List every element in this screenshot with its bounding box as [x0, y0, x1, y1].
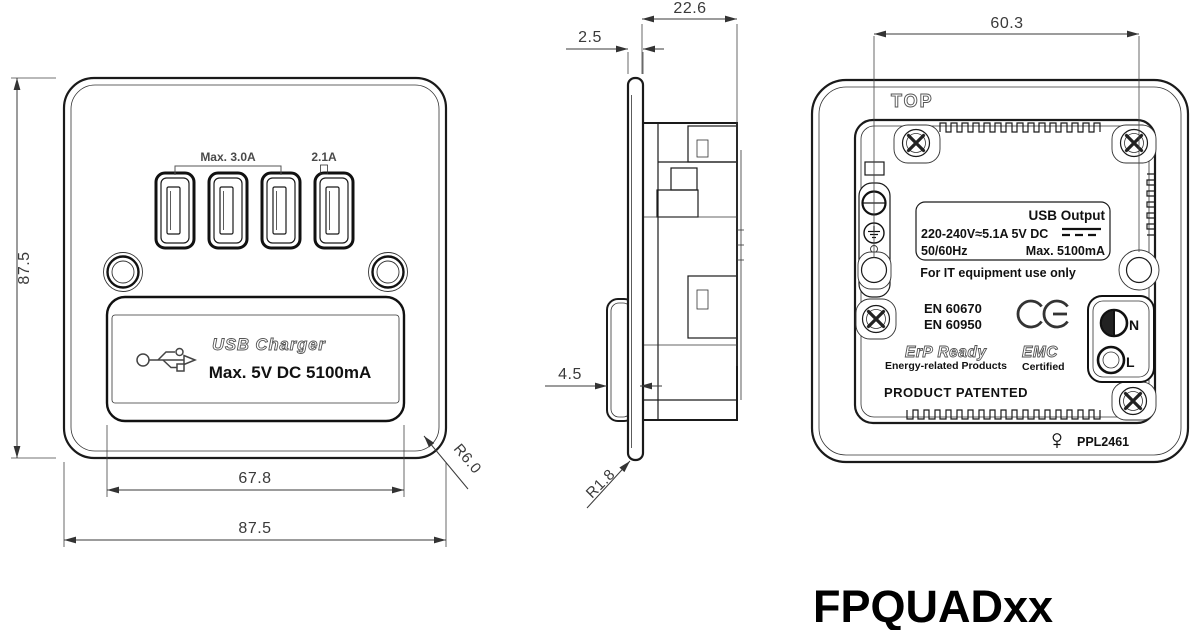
dim-depth: 22.6 — [641, 0, 738, 366]
dim-front-height-value: 87.5 — [16, 251, 33, 284]
usb-port-4 — [313, 171, 355, 250]
erp-title: ErP Ready — [905, 344, 987, 361]
dim-plate-thickness: 2.5 — [566, 29, 664, 74]
screw-bottom-right — [1118, 386, 1148, 416]
terminal-n-label: N — [1129, 317, 1139, 333]
side-body — [642, 122, 744, 421]
live-terminal — [1096, 345, 1126, 375]
neutral-terminal-slot — [1102, 311, 1114, 335]
dim-corner-radius-value: R6.0 — [450, 441, 485, 478]
rating-line3-left: 50/60Hz — [921, 244, 968, 258]
dim-edge-radius-value: R1.8 — [583, 466, 619, 502]
erp-subtitle: Energy-related Products — [885, 360, 1007, 372]
usb-port-socket — [213, 177, 243, 244]
usb-port-3 — [260, 171, 302, 250]
rating-line1: USB Output — [1029, 208, 1106, 223]
right-serration — [1146, 173, 1156, 236]
side-body-outline — [642, 122, 738, 421]
usb-port-tongue — [325, 186, 340, 235]
emc-subtitle: Certified — [1022, 361, 1065, 373]
dim-depth-value: 22.6 — [673, 0, 706, 17]
dim-front-width-value: 87.5 — [238, 520, 271, 537]
usb-port-tongue — [219, 186, 234, 235]
front-screw-hole-right — [368, 252, 408, 292]
usb-trident-icon — [136, 347, 197, 372]
orientation-label: TOP — [891, 91, 934, 111]
dim-edge-radius: R1.8 — [583, 460, 631, 509]
nl-terminal-block: N L — [1087, 295, 1155, 383]
ce-mark-icon — [1016, 299, 1069, 329]
certification-mark-icon — [1052, 433, 1062, 448]
standard-2: EN 60950 — [924, 317, 982, 332]
back-view: TOP — [810, 15, 1190, 464]
screw-mid-left — [861, 304, 891, 334]
usb-port-socket — [266, 177, 296, 244]
fixing-hole-left — [860, 256, 888, 284]
front-view: Max. 3.0A 2.1A USB Charger Max. — [11, 76, 485, 547]
bottom-serration — [906, 409, 1101, 420]
usb-port-1 — [154, 171, 196, 250]
dim-fixing-centres: 60.3 — [873, 15, 1140, 258]
standard-1: EN 60670 — [924, 301, 982, 316]
dc-symbol-icon — [1062, 227, 1101, 237]
usb-port-socket — [160, 177, 190, 244]
dim-panel-width-value: 67.8 — [238, 470, 271, 487]
rating-label: USB Output 220-240V≈5.1A 5V DC 50/60Hz M… — [915, 201, 1111, 261]
panel-rating-text: Max. 5V DC 5100mA — [209, 363, 372, 382]
port-4-tick — [320, 164, 328, 175]
patent-note: PRODUCT PATENTED — [884, 385, 1028, 400]
usb-port-socket — [319, 177, 349, 244]
screw-top-left — [901, 128, 931, 158]
label-panel — [105, 295, 406, 423]
it-equipment-note: For IT equipment use only — [920, 266, 1076, 280]
side-view: 22.6 2.5 4.5 R1.8 — [545, 0, 744, 509]
rating-line2: 220-240V≈5.1A 5V DC — [921, 227, 1048, 241]
dim-fixing-centres-value: 60.3 — [990, 15, 1023, 32]
rating-line3-right: Max. 5100mA — [1026, 244, 1105, 258]
dim-panel-depth: 4.5 — [545, 366, 662, 390]
front-screw-hole-left — [103, 252, 143, 292]
fixing-hole-right — [1125, 256, 1153, 284]
side-faceplate — [626, 76, 645, 462]
product-code: FPQUADxx — [813, 581, 1053, 630]
ports-123-bracket — [174, 165, 282, 175]
usb-port-tongue — [166, 186, 181, 235]
dim-panel-depth-value: 4.5 — [558, 366, 582, 383]
ports-123-current-label: Max. 3.0A — [200, 150, 256, 164]
dim-front-width: 87.5 — [63, 462, 447, 547]
label-panel-inner — [111, 314, 400, 404]
screw-top-right — [1119, 128, 1149, 158]
usb-port-tongue — [272, 186, 287, 235]
dim-plate-thickness-value: 2.5 — [578, 29, 602, 46]
top-serration — [939, 122, 1101, 133]
usb-port-2 — [207, 171, 249, 250]
terminal-l-label: L — [1126, 354, 1135, 370]
panel-title-text: USB Charger — [212, 336, 326, 354]
approval-code: PPL2461 — [1077, 435, 1129, 449]
dim-front-height: 87.5 — [11, 77, 56, 459]
emc-title: EMC — [1022, 344, 1058, 361]
faceplate-inner-line — [70, 84, 440, 452]
dim-panel-width: 67.8 — [106, 425, 405, 497]
port-4-current-label: 2.1A — [311, 150, 337, 164]
back-plate-inner-line — [818, 86, 1182, 456]
